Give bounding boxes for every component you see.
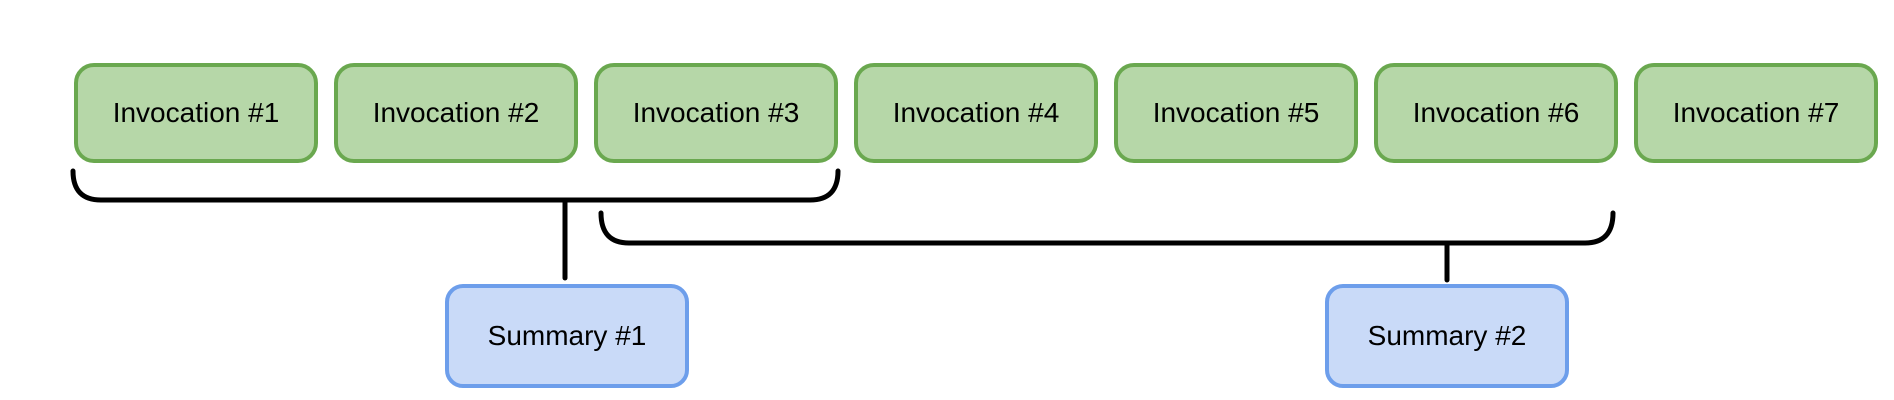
invocation-box-5: Invocation #5: [1114, 63, 1358, 163]
invocation-box-4: Invocation #4: [854, 63, 1098, 163]
summary-box-2: Summary #2: [1325, 284, 1569, 388]
summary-box-1: Summary #1: [445, 284, 689, 388]
summary-label: Summary #2: [1367, 320, 1527, 351]
invocation-label: Invocation #2: [372, 97, 540, 128]
bracket-summary-2: [598, 210, 1616, 246]
invocation-box-6: Invocation #6: [1374, 63, 1618, 163]
bracket-summary-1: [70, 168, 841, 203]
invocation-label: Invocation #7: [1672, 97, 1840, 128]
invocation-label: Invocation #5: [1152, 97, 1320, 128]
invocation-label: Invocation #4: [892, 97, 1060, 128]
summary-label: Summary #1: [487, 320, 647, 351]
invocation-box-3: Invocation #3: [594, 63, 838, 163]
invocation-box-7: Invocation #7: [1634, 63, 1878, 163]
invocation-box-2: Invocation #2: [334, 63, 578, 163]
invocation-label: Invocation #3: [632, 97, 800, 128]
invocation-label: Invocation #1: [112, 97, 280, 128]
invocation-label: Invocation #6: [1412, 97, 1580, 128]
invocation-box-1: Invocation #1: [74, 63, 318, 163]
